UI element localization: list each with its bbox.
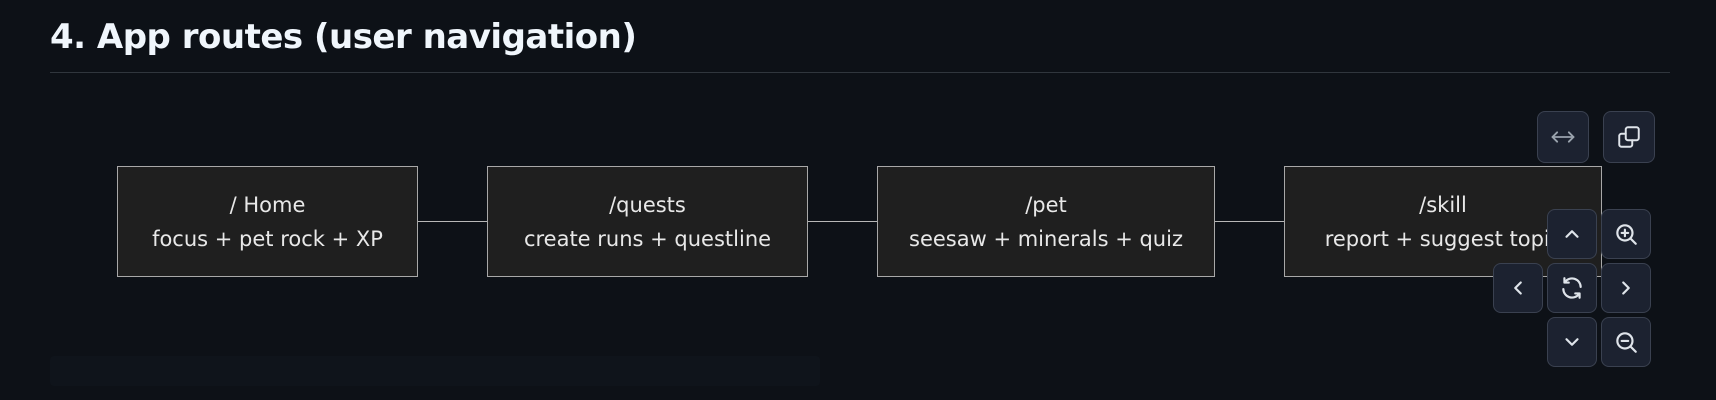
expand-horizontal-icon: [1549, 123, 1577, 151]
zoom-in-button[interactable]: [1601, 209, 1651, 259]
node-route-label: /skill: [1419, 192, 1467, 217]
node-description: focus + pet rock + XP: [152, 226, 383, 251]
pan-up-button[interactable]: [1547, 209, 1597, 259]
reset-view-button[interactable]: [1547, 263, 1597, 313]
chevron-down-icon: [1561, 331, 1583, 353]
pan-right-button[interactable]: [1601, 263, 1651, 313]
node-description: seesaw + minerals + quiz: [909, 226, 1183, 251]
node-route-label: /quests: [609, 192, 686, 217]
reset-icon: [1559, 275, 1585, 301]
node-route-label: / Home: [229, 192, 306, 217]
copy-button[interactable]: [1603, 111, 1655, 163]
section-divider: [50, 72, 1670, 73]
node-quests: /quests create runs + questline: [487, 166, 808, 277]
section-heading: 4. App routes (user navigation): [50, 17, 637, 57]
node-route-label: /pet: [1025, 192, 1067, 217]
edge-home-to-quests: [418, 221, 488, 222]
copy-icon: [1616, 124, 1642, 150]
node-description: report + suggest topic: [1324, 226, 1562, 251]
node-description: create runs + questline: [523, 226, 772, 251]
node-home: / Home focus + pet rock + XP: [117, 166, 418, 277]
node-pet: /pet seesaw + minerals + quiz: [877, 166, 1215, 277]
pan-down-button[interactable]: [1547, 317, 1597, 367]
fit-width-button[interactable]: [1537, 111, 1589, 163]
pan-left-button[interactable]: [1493, 263, 1543, 313]
chevron-right-icon: [1615, 277, 1637, 299]
zoom-out-icon: [1613, 329, 1639, 355]
scrollbar-track: [50, 356, 820, 386]
zoom-in-icon: [1613, 221, 1639, 247]
edge-pet-to-skill: [1215, 221, 1285, 222]
zoom-out-button[interactable]: [1601, 317, 1651, 367]
node-skill: /skill report + suggest topic: [1284, 166, 1602, 277]
chevron-up-icon: [1561, 223, 1583, 245]
chevron-left-icon: [1507, 277, 1529, 299]
edge-quests-to-pet: [807, 221, 878, 222]
